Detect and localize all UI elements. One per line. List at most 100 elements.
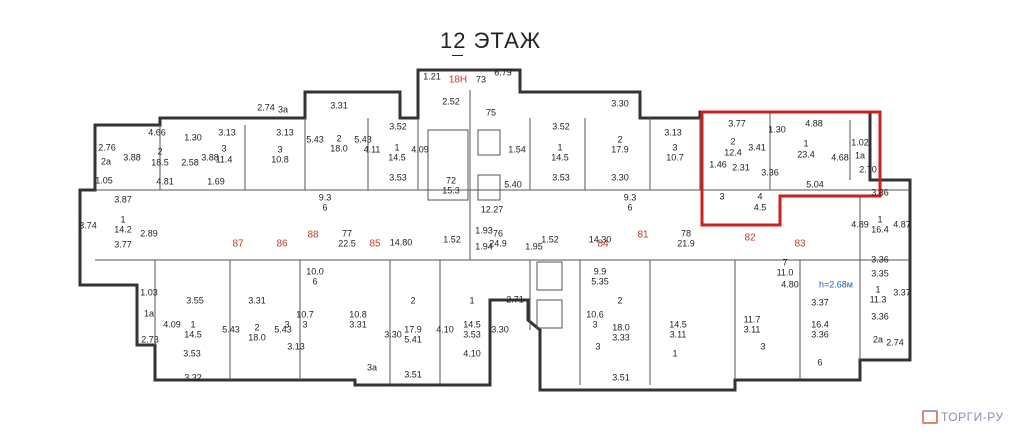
room-label: 3.31: [349, 319, 367, 329]
house-logo-icon: [922, 410, 938, 424]
room-label: 17.9: [404, 324, 422, 334]
room-label: 4.81: [156, 176, 174, 186]
room-label: 11.4: [216, 154, 233, 164]
room-label: 1: [877, 214, 882, 224]
room-label: 16.4: [871, 224, 889, 234]
room-label: 3.31: [248, 295, 266, 305]
room-label: 3.37: [811, 297, 829, 307]
room-label: 5.41: [404, 334, 422, 344]
apartment-number: 84: [597, 239, 609, 250]
room-label: 1.05: [95, 175, 113, 185]
room-label: 10.8: [271, 154, 289, 164]
room-label: 1.52: [443, 234, 461, 244]
room-label: 3.31: [330, 100, 348, 110]
room-label: 21.9: [677, 238, 695, 248]
room-label: 14.5: [669, 319, 687, 329]
room-label: 4.89: [851, 219, 869, 229]
room-label: 10.0: [306, 266, 324, 276]
room-label: 3.87: [114, 194, 132, 204]
room-label: 4.09: [411, 144, 429, 154]
dimension: 5.04: [806, 179, 824, 189]
room-label: 2.52: [442, 96, 460, 106]
room-label: 3.35: [871, 268, 889, 278]
dimension: 1.02: [851, 137, 869, 147]
room-label: 3: [284, 319, 289, 329]
room-label: 3.77: [114, 239, 132, 249]
room-label: 10.7: [666, 152, 684, 162]
room-label: 1a: [144, 308, 154, 318]
apartment-number: 88: [307, 230, 319, 241]
dimension: 2.31: [732, 162, 750, 172]
room-label: 2: [336, 133, 341, 143]
room-number: 2: [730, 136, 735, 146]
room-label: 10.7: [296, 309, 314, 319]
room-label: 3: [221, 143, 226, 153]
room-label: 2.58: [181, 157, 199, 167]
apartment-number: 81: [637, 230, 649, 241]
room-label: 2.76: [98, 142, 116, 152]
room-label: 3.30: [384, 329, 402, 339]
room-label: 14.5: [388, 152, 406, 162]
room-label: 3.36: [811, 329, 829, 339]
room-label: 15.3: [442, 185, 460, 195]
room-label: 1: [557, 142, 562, 152]
room-label: 9.3: [319, 192, 332, 202]
apartment-number: 85: [369, 239, 381, 250]
room-label: 4.10: [463, 348, 481, 358]
highlighted-apartment-outline[interactable]: [700, 110, 882, 227]
room-area: 23.4: [797, 149, 815, 159]
room-label: 3.11: [744, 324, 761, 334]
room-label: 1.21: [423, 71, 441, 81]
room-label: 75: [486, 107, 496, 117]
room-label: 24.9: [489, 238, 507, 248]
room-label: 3: [595, 341, 600, 351]
dimension: 2.70: [859, 164, 877, 174]
room-label: 3.55: [186, 295, 204, 305]
room-label: 5.35: [591, 276, 609, 286]
room-label: 1.95: [525, 241, 543, 251]
logo-text: ТОРГИ-РУ: [941, 410, 1004, 424]
room-label: 5.43: [306, 134, 324, 144]
room-label: 2.74: [257, 102, 275, 112]
room-label: 11.0: [777, 267, 794, 277]
room-label: 1: [469, 295, 474, 305]
room-label: 14.5: [463, 319, 481, 329]
room-label: 4.09: [163, 319, 181, 329]
room-label: 3.51: [404, 369, 422, 379]
room-label: 6.79: [494, 67, 512, 77]
room-label: 3.37: [893, 287, 911, 297]
dimension: 1.46: [709, 159, 727, 169]
room-label: 1.69: [207, 176, 225, 186]
room-label: 3a: [278, 104, 288, 114]
dimension: 1.30: [768, 124, 786, 134]
room-label: 3.53: [463, 329, 481, 339]
room-label: 22.5: [338, 238, 356, 248]
room-label: 3: [592, 319, 597, 329]
room-label: 2: [410, 295, 415, 305]
room-label: 7: [782, 257, 787, 267]
room-label: 73: [476, 74, 486, 84]
room-label: 5.40: [504, 179, 522, 189]
dimension: 3.77: [728, 118, 746, 128]
room-label: 2a: [101, 156, 111, 166]
room-label: 3.53: [389, 172, 407, 182]
room-label: 3.13: [287, 341, 305, 351]
room-label: 3.88: [201, 152, 219, 162]
room-label: 11.7: [744, 314, 761, 324]
room-label: 3.36: [871, 311, 889, 321]
room-label: 2: [157, 146, 162, 156]
room-label: 3.36: [871, 254, 889, 264]
room-label: 16.4: [811, 319, 829, 329]
floor-title: 12 ЭТАЖ: [440, 28, 542, 56]
room-label: 1: [120, 214, 125, 224]
room-label: 12.27: [481, 204, 504, 214]
room-label: 18.0: [612, 322, 630, 332]
room-label: 5.43: [274, 324, 292, 334]
room-label: 2: [617, 295, 622, 305]
room-label: 18.5: [151, 157, 169, 167]
room-label: 3: [672, 142, 677, 152]
room-label: 3a: [367, 362, 377, 372]
room-label: 3.52: [389, 121, 407, 131]
room-label: 4.80: [781, 279, 799, 289]
